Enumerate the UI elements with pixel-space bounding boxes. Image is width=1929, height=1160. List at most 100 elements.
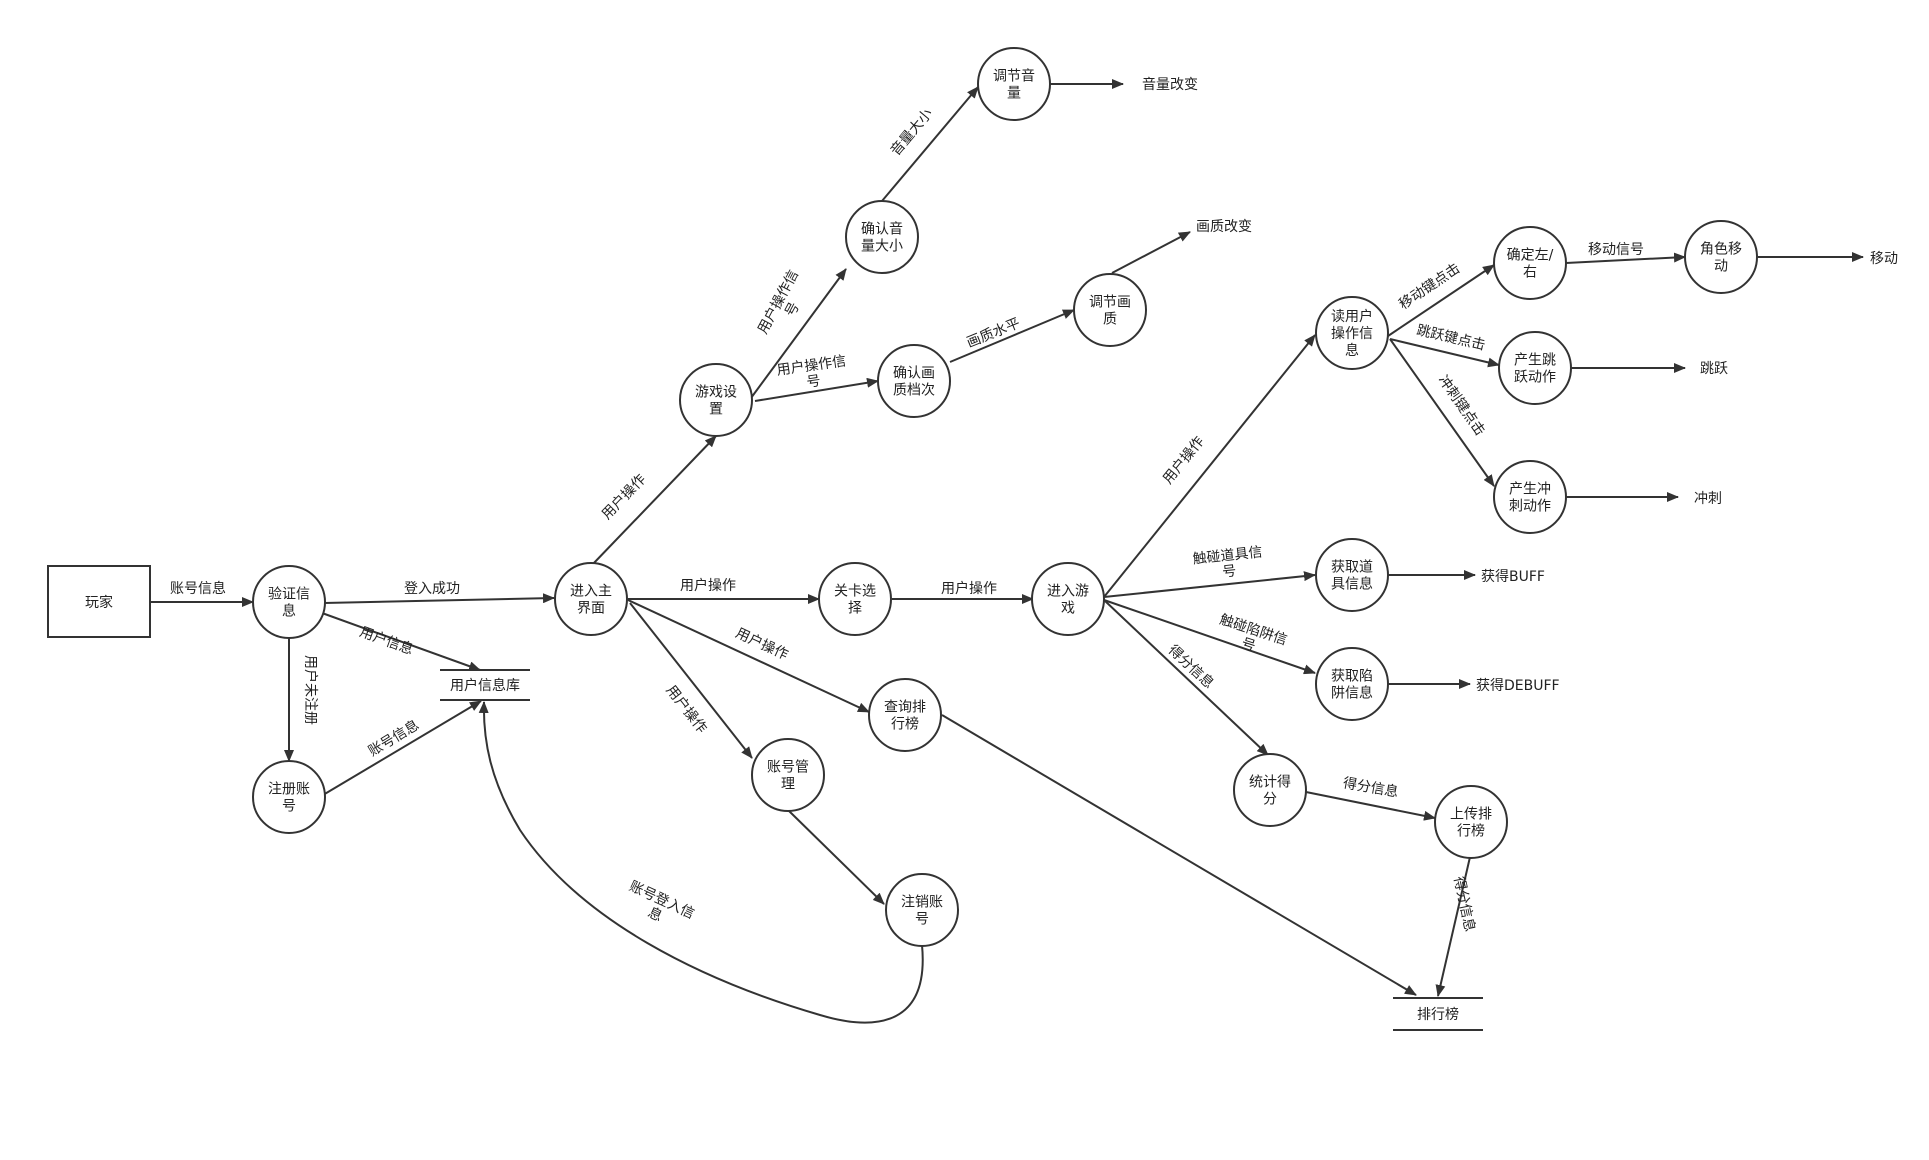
edge-main-settings — [591, 435, 717, 566]
edge-settings-confirmvolume — [750, 268, 847, 399]
external-entity-player: 玩家 — [47, 565, 151, 638]
process-query-leaderboard-label-line: 查询排 — [884, 700, 926, 716]
process-enter-main-ui-label-line: 进入主 — [570, 584, 612, 600]
process-get-item-info-label-line: 具信息 — [1331, 576, 1373, 593]
label-touch-trap: 触碰陷阱信 号 — [1217, 612, 1289, 655]
edge-readinput-jump — [1389, 338, 1500, 368]
process-upload-leaderboard-label-line: 上传排 — [1450, 807, 1492, 823]
process-account-management-label-line: 理 — [781, 777, 795, 793]
edges — [151, 79, 1864, 1024]
entity-label: 玩家 — [85, 594, 113, 611]
process-game-settings-label-line: 置 — [709, 402, 723, 418]
process-jump-action-label-line: 产生跳 — [1514, 353, 1556, 369]
process-determine-left-right-label-line: 确定左/ — [1507, 248, 1554, 264]
label-user-op-enter: 用户操作 — [941, 580, 997, 597]
process-register-account-label-line: 注册账 — [268, 782, 310, 798]
process-adjust-volume-label-line: 调节音 — [993, 68, 1035, 85]
label-account-login-info: 账号登入信 息 — [627, 878, 697, 925]
process-register-account-label-line: 号 — [282, 799, 296, 815]
process-enter-main-ui-label-line: 界面 — [577, 601, 605, 617]
svg-text:息: 息 — [645, 904, 665, 925]
process-dash-action-label-line: 产生冲 — [1509, 482, 1551, 498]
label-user-op-signal-1: 用户操作信 号 — [754, 267, 803, 337]
output-volume-change: 音量改变 — [1142, 76, 1198, 93]
process-upload-leaderboard-label-line: 行榜 — [1457, 823, 1485, 840]
process-determine-left-right-label-line: 右 — [1523, 265, 1537, 281]
label-move-key: 移动键点击 — [1396, 260, 1463, 312]
edge-entergame-readinput — [1103, 334, 1316, 598]
process-confirm-volume-label-line: 确认音 — [861, 221, 903, 238]
label-user-op-game: 用户操作 — [1159, 433, 1207, 487]
process-verify-info-label-line: 验证信 — [268, 587, 310, 603]
output-buff: 获得BUFF — [1481, 568, 1545, 585]
edge-score-upload — [1305, 791, 1436, 821]
edge-cancel-userdb — [478, 701, 924, 1024]
process-dash-action-label-line: 刺动作 — [1509, 499, 1551, 515]
process-nodes: 验证信息注册账号进入主界面游戏设置确认音量大小调节音量确认画质档次调节画质关卡选… — [252, 47, 1758, 947]
label-touch-item: 触碰道具信 号 — [1192, 544, 1263, 580]
store-label-leaderboard: 排行榜 — [1417, 1006, 1459, 1023]
process-confirm-quality-label-line: 确认画 — [893, 366, 935, 382]
label-user-info: 用户信息 — [357, 623, 415, 658]
process-count-score-label-line: 统计得 — [1249, 774, 1291, 791]
edge-upload-leaderboard — [1435, 856, 1471, 997]
process-character-move-label-line: 角色移 — [1700, 241, 1742, 258]
label-login-success: 登入成功 — [404, 581, 460, 597]
process-cancel-account-label-line: 号 — [915, 912, 929, 928]
process-adjust-quality-label-line: 质 — [1103, 312, 1117, 328]
store-label-user-db: 用户信息库 — [450, 677, 520, 694]
process-read-user-input-label-line: 息 — [1345, 342, 1359, 359]
process-read-user-input-label-line: 读用户 — [1331, 308, 1373, 325]
process-get-trap-info-label-line: 获取陷 — [1331, 669, 1373, 685]
label-account-info: 账号信息 — [170, 580, 226, 597]
label-user-op-settings: 用户操作 — [598, 471, 649, 523]
edge-readinput-dash — [1389, 338, 1495, 487]
edge-account-cancel — [787, 809, 885, 905]
svg-text:号: 号 — [782, 300, 803, 320]
process-level-select-label-line: 关卡选 — [834, 584, 876, 600]
label-quality-level: 画质水平 — [965, 315, 1023, 351]
label-user-op-level: 用户操作 — [680, 577, 736, 594]
label-user-op-account: 用户操作 — [663, 682, 711, 737]
label-score-info-1: 得分信息 — [1165, 641, 1218, 692]
outputs: 音量改变 画质改变 移动 跳跃 冲刺 获得BUFF 获得DEBUFF — [1142, 76, 1898, 694]
svg-text:触碰道具信: 触碰道具信 — [1192, 544, 1263, 567]
process-account-management-label-line: 账号管 — [767, 760, 809, 776]
process-verify-info-label-line: 息 — [282, 603, 296, 620]
process-adjust-volume-label-line: 量 — [1007, 86, 1021, 102]
edge-entergame-score — [1103, 599, 1269, 756]
edge-confirmquality-adjustquality — [949, 309, 1075, 363]
process-get-item-info-label-line: 获取道 — [1331, 560, 1373, 576]
edge-lr-charmove — [1565, 252, 1686, 264]
edge-verify-main — [323, 593, 555, 604]
label-volume-size: 音量大小 — [887, 105, 936, 159]
datastore-leaderboard: 排行榜 — [1393, 997, 1483, 1031]
process-enter-game-label-line: 戏 — [1061, 601, 1075, 617]
edge-register-userdb — [322, 700, 482, 796]
process-confirm-quality-label-line: 质档次 — [893, 383, 935, 399]
svg-text:号: 号 — [1221, 563, 1237, 580]
process-determine-left-right: 确定左/右 — [1493, 226, 1567, 300]
process-count-score-label-line: 分 — [1263, 792, 1277, 808]
svg-text:用户操作信: 用户操作信 — [754, 267, 802, 337]
output-jump: 跳跃 — [1700, 361, 1728, 377]
label-unregistered: 用户未注册 — [302, 655, 319, 725]
edge-queryrank-leaderboard — [941, 714, 1417, 996]
process-adjust-quality-label-line: 调节画 — [1089, 295, 1131, 311]
edge-main-account — [629, 602, 753, 759]
